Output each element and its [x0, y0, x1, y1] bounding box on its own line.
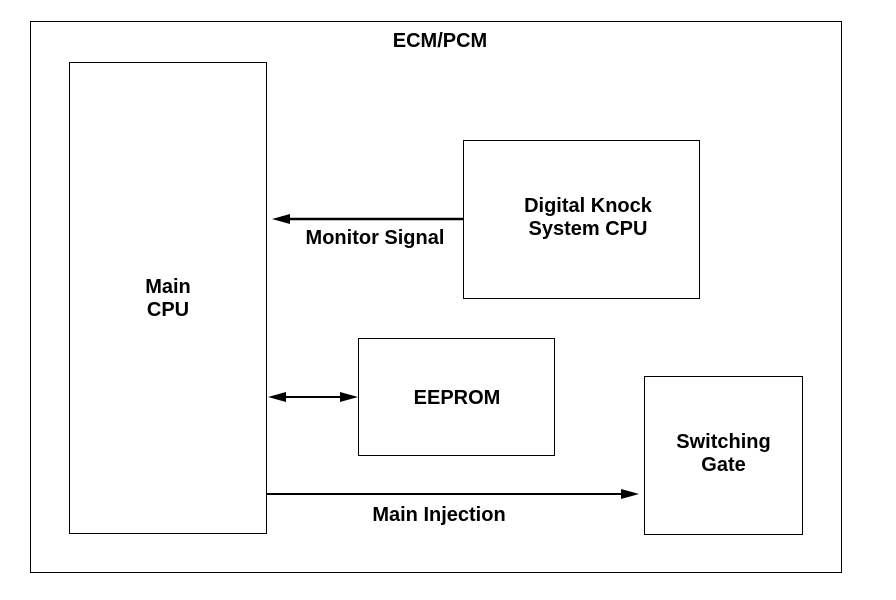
main-cpu-block	[69, 62, 267, 534]
switching-gate-block	[644, 376, 803, 535]
main-injection-label: Main Injection	[372, 504, 506, 526]
knock-cpu-label-line2: System CPU	[528, 218, 648, 240]
ecm-pcm-title: ECM/PCM	[392, 30, 488, 52]
main-cpu-label: Main CPU	[69, 276, 267, 322]
monitor-signal-label: Monitor Signal	[305, 227, 445, 249]
main-cpu-label-line2: CPU	[146, 299, 190, 321]
eeprom-label: EEPROM	[413, 387, 501, 409]
switching-gate-label-line1: Switching	[676, 431, 771, 453]
eeprom-block	[358, 338, 555, 456]
knock-cpu-block	[463, 140, 700, 299]
knock-cpu-label-line1: Digital Knock	[524, 195, 652, 217]
knock-cpu-label: Digital Knock System CPU	[478, 195, 698, 241]
switching-gate-label: Switching Gate	[644, 431, 803, 477]
main-cpu-label-line1: Main	[145, 276, 191, 298]
switching-gate-label-line2: Gate	[701, 454, 746, 476]
